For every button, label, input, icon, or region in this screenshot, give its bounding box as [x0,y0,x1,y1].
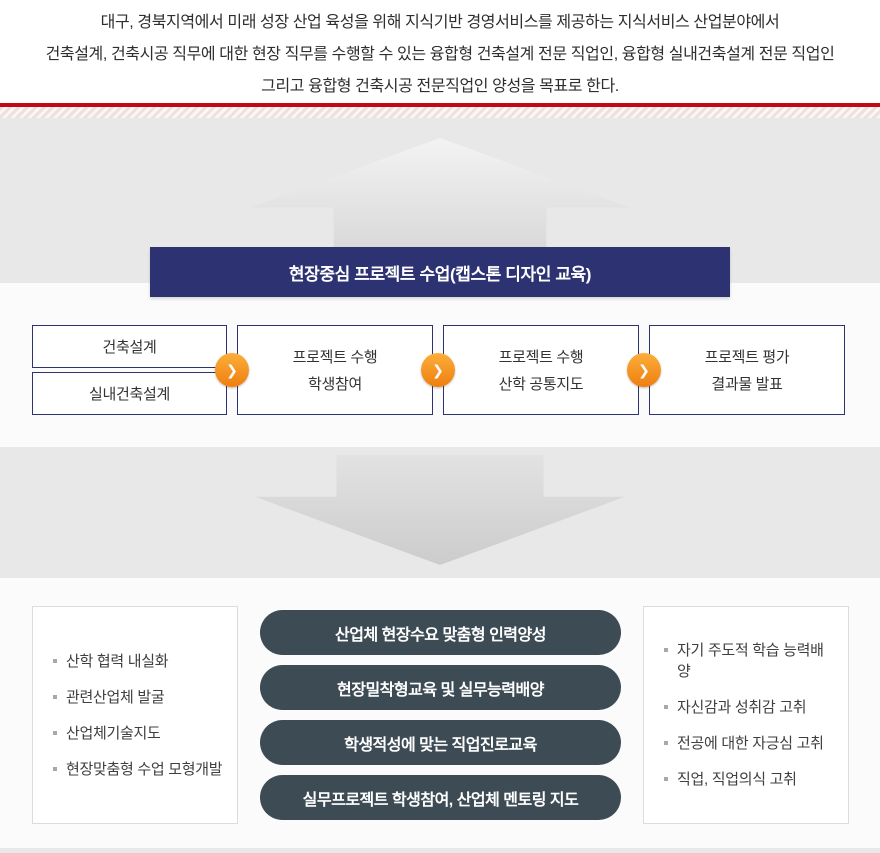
step-box-1: 프로젝트 수행 학생참여 [237,325,433,415]
list-item: 전공에 대한 자긍심 고취 [664,733,834,754]
list-item: 자신감과 성취감 고취 [664,697,834,718]
industry-outcomes-box: 산학 협력 내실화 관련산업체 발굴 산업체기술지도 현장맞춤형 수업 모형개발 [32,606,238,824]
source-box: 건축설계 실내건축설계 [32,325,227,415]
bullet-icon [53,694,57,699]
list-item-label: 관련산업체 발굴 [66,688,165,706]
hatch-stripe-band [0,107,880,118]
bullet-icon [53,766,57,771]
step-2-line-2: 산학 공통지도 [498,376,584,393]
list-item-label: 전공에 대한 자긍심 고취 [677,735,824,752]
list-item-label: 산학 협력 내실화 [66,652,169,670]
intro-line-3: 그리고 융합형 건축시공 전문직업인 양성을 목표로 한다. [261,77,619,95]
list-item: 직업, 직업의식 고취 [664,769,834,790]
step-1-line-2: 학생참여 [307,376,362,393]
chevron-right-icon: ❯ [421,353,455,387]
goal-pill-4: 실무프로젝트 학생참여, 산업체 멘토링 지도 [260,775,621,820]
intro-line-2: 건축설계, 건축시공 직무에 대한 현장 직무를 수행할 수 있는 융합형 건축… [45,45,835,63]
goal-pill-list: 산업체 현장수요 맞춤형 인력양성 현장밀착형교육 및 실무능력배양 학생적성에… [260,610,621,820]
goal-pill-1: 산업체 현장수요 맞춤형 인력양성 [260,610,621,655]
step-2-line-1: 프로젝트 수행 [498,349,584,366]
list-item-label: 현장맞춤형 수업 모형개발 [66,760,223,778]
step-3-line-1: 프로젝트 평가 [704,349,790,366]
student-outcomes-box: 자기 주도적 학습 능력배양 자신감과 성취감 고취 전공에 대한 자긍심 고취… [643,606,849,824]
bullet-icon [664,705,668,709]
list-item: 산학 협력 내실화 [53,651,223,672]
bullet-icon [664,648,668,652]
section-header: 현장중심 프로젝트 수업(캡스톤 디자인 교육) [150,247,730,297]
source-cell-interior: 실내건축설계 [32,372,227,415]
bullet-icon [664,777,668,781]
list-item: 관련산업체 발굴 [53,687,223,708]
list-item: 자기 주도적 학습 능력배양 [664,640,834,682]
intro-line-1: 대구, 경북지역에서 미래 성장 산업 육성을 위해 지식기반 경영서비스를 제… [100,13,780,31]
goal-pill-2: 현장밀착형교육 및 실무능력배양 [260,665,621,710]
list-item-label: 직업, 직업의식 고취 [677,771,797,788]
list-item: 산업체기술지도 [53,723,223,744]
list-item-label: 산업체기술지도 [66,724,161,742]
list-item: 현장맞춤형 수업 모형개발 [53,759,223,780]
step-3-line-2: 결과물 발표 [711,376,783,393]
source-cell-architecture: 건축설계 [32,325,227,368]
list-item-label: 자기 주도적 학습 능력배양 [677,642,824,680]
step-box-3: 프로젝트 평가 결과물 발표 [649,325,845,415]
red-divider [0,103,880,107]
bullet-icon [53,730,57,735]
chevron-right-icon: ❯ [627,353,661,387]
chevron-right-icon: ❯ [215,353,249,387]
step-1-line-1: 프로젝트 수행 [292,349,378,366]
bullet-icon [664,741,668,745]
intro-paragraph: 대구, 경북지역에서 미래 성장 산업 육성을 위해 지식기반 경영서비스를 제… [0,0,880,103]
bullet-icon [53,658,57,663]
list-item-label: 자신감과 성취감 고취 [677,699,807,716]
goal-pill-3: 학생적성에 맞는 직업진로교육 [260,720,621,765]
step-box-2: 프로젝트 수행 산학 공통지도 [443,325,639,415]
